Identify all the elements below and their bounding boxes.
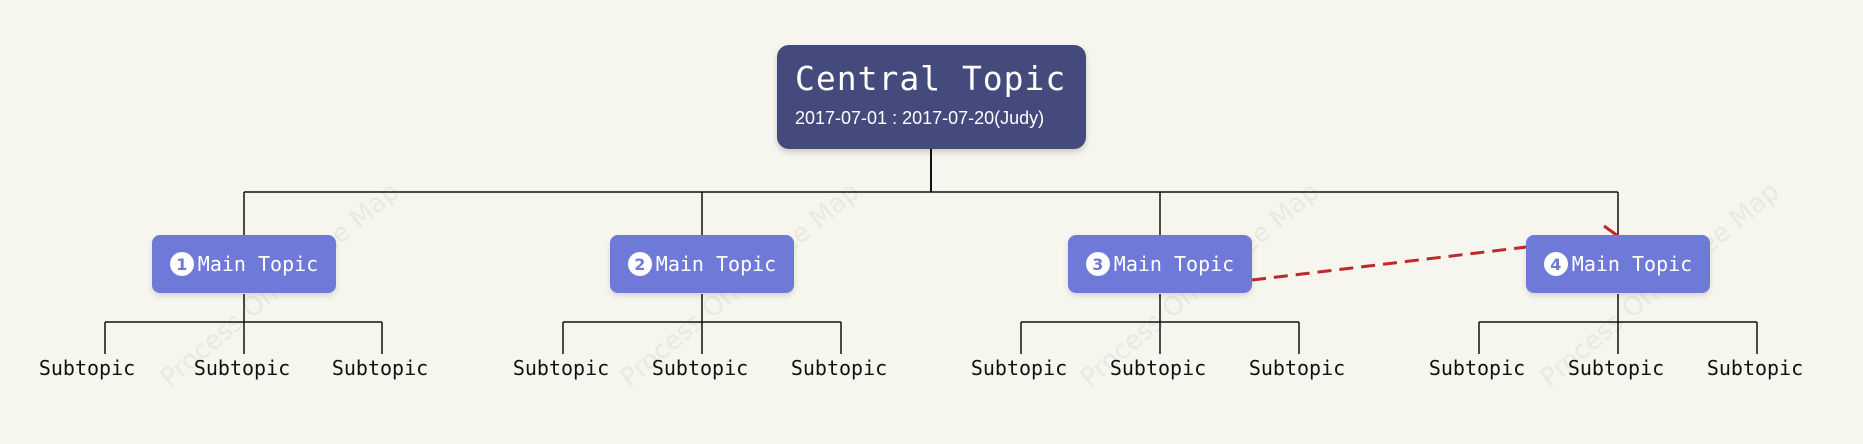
subtopic[interactable]: Subtopic	[38, 356, 136, 380]
subtopic[interactable]: Subtopic	[331, 356, 429, 380]
main-topic-2[interactable]: 2 Main Topic	[610, 235, 794, 293]
subtopic[interactable]: Subtopic	[790, 356, 888, 380]
subtopic[interactable]: Subtopic	[1428, 356, 1526, 380]
subtopic[interactable]: Subtopic	[1706, 356, 1804, 380]
main-topic-3[interactable]: 3 Main Topic	[1068, 235, 1252, 293]
main-topic-1[interactable]: 1 Main Topic	[152, 235, 336, 293]
central-topic[interactable]: Central Topic 2017-07-01 : 2017-07-20(Ju…	[777, 45, 1086, 149]
subtopic[interactable]: Subtopic	[1567, 356, 1665, 380]
subtopic[interactable]: Subtopic	[512, 356, 610, 380]
subtopic[interactable]: Subtopic	[193, 356, 291, 380]
subtopic[interactable]: Subtopic	[1248, 356, 1346, 380]
subtopic[interactable]: Subtopic	[651, 356, 749, 380]
relationship-line	[1251, 234, 1619, 282]
number-badge-icon: 1	[169, 252, 194, 276]
central-topic-title: Central Topic	[795, 59, 1067, 98]
main-topic-label: Main Topic	[1571, 252, 1693, 276]
central-topic-subtitle: 2017-07-01 : 2017-07-20(Judy)	[795, 108, 1045, 128]
main-topic-label: Main Topic	[1113, 252, 1235, 276]
subtopic[interactable]: Subtopic	[1109, 356, 1207, 380]
number-badge-icon: 2	[627, 252, 652, 276]
main-topic-label: Main Topic	[197, 252, 319, 276]
main-topic-label: Main Topic	[655, 252, 777, 276]
subtopic[interactable]: Subtopic	[970, 356, 1068, 380]
number-badge-icon: 4	[1543, 252, 1568, 276]
number-badge-icon: 3	[1085, 252, 1110, 276]
main-topic-4[interactable]: 4 Main Topic	[1526, 235, 1710, 293]
